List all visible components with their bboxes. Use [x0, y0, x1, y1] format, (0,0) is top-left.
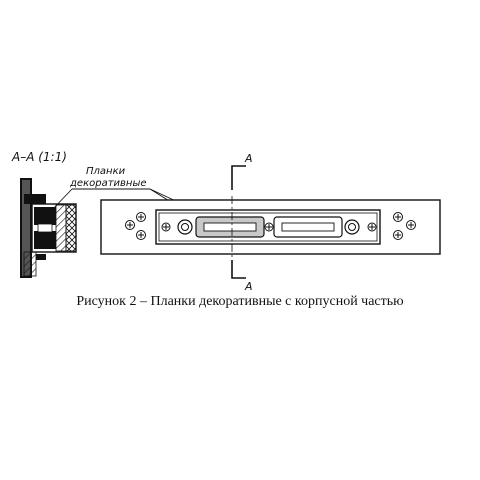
bushing-left: [177, 219, 193, 235]
housing-screws-left: [125, 212, 146, 240]
housing-screws-right: [393, 212, 416, 240]
section-title: А–А (1:1): [11, 150, 67, 164]
bushing-right: [344, 219, 360, 235]
cut-mark-bottom: А: [244, 280, 253, 293]
decorative-strip-left: [195, 216, 265, 238]
screw-icon: [161, 222, 377, 232]
section-view: [20, 178, 77, 278]
plate-view: [100, 199, 441, 255]
callout-label-line2: декоративные: [69, 178, 147, 189]
callout-label-line1: Планки: [86, 166, 126, 177]
cut-mark-top: А: [244, 152, 253, 165]
decorative-strip-right: [273, 216, 343, 238]
cut-line: [231, 165, 246, 279]
figure-caption: Рисунок 2 – Планки декоративные с корпус…: [76, 294, 404, 309]
